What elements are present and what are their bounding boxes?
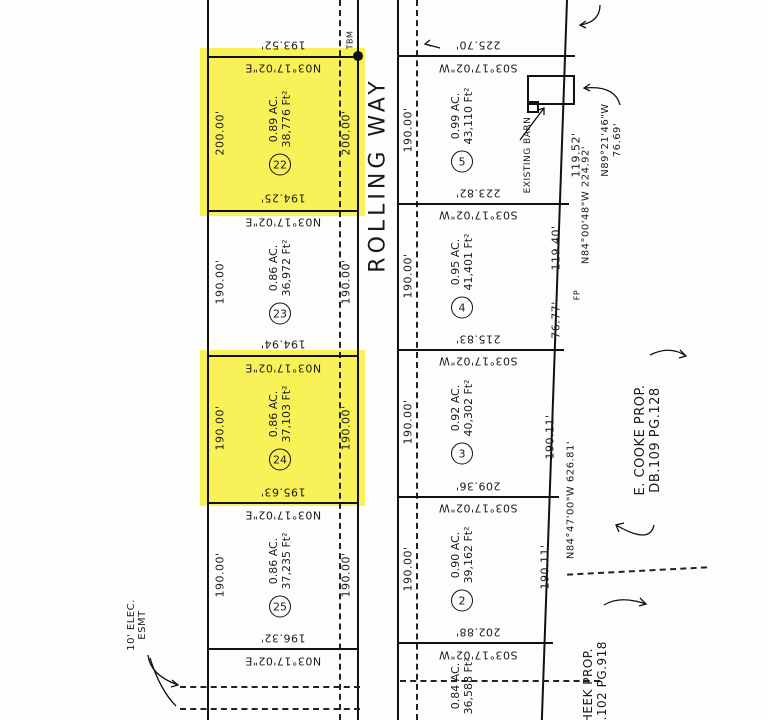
arrow-icon [423,39,441,49]
lot-line [207,648,359,650]
arrow-icon [603,597,648,607]
existing-barn-annex [527,101,539,113]
arrow-icon [149,657,177,707]
lot-line [207,502,359,504]
easement-line [180,686,360,688]
arrow-icon [615,522,655,536]
easement-line [339,0,341,720]
lot-line [207,0,209,720]
lot-line [397,55,575,57]
highlight-lot-22 [200,48,365,216]
lot-line [397,642,553,644]
arrow-icon [578,4,601,29]
tbm-marker [353,51,363,61]
lot-line [207,355,359,357]
lot-line [207,56,359,58]
existing-barn [527,75,575,105]
arrow-icon [147,654,180,688]
lot-line [397,0,399,720]
lot-line [397,496,559,498]
arrow-icon [519,107,545,141]
easement-line [400,680,600,682]
lot-line [397,203,569,205]
lot-line [207,210,359,212]
easement-line [416,0,418,720]
lot-line [357,0,359,720]
highlight-lot-24 [200,350,365,506]
easement-line [180,708,360,710]
arrow-icon [582,83,621,106]
arrow-icon [649,349,688,359]
lot-line [397,349,564,351]
